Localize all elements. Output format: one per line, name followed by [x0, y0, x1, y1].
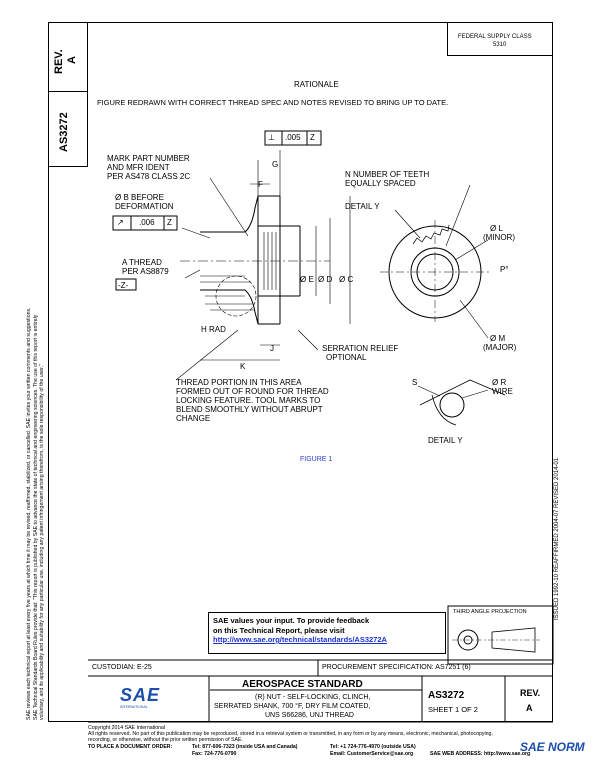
m-major-1: Ø M	[490, 334, 506, 343]
copyright: Copyright 2014 SAE International	[88, 725, 165, 731]
mark-part-3: PER AS478 CLASS 2C	[107, 172, 191, 181]
serration-2: OPTIONAL	[326, 353, 367, 362]
dim-k: K	[240, 362, 246, 371]
sae-web[interactable]: SAE WEB ADDRESS: http://www.sae.org	[430, 751, 531, 757]
rev-value-bottom: A	[526, 703, 533, 713]
dim-j: J	[270, 344, 274, 353]
dim-p: P°	[500, 265, 509, 274]
serration-1: SERRATION RELIEF	[322, 344, 399, 353]
runout-datum: Z	[167, 218, 172, 227]
m-major-2: (MAJOR)	[483, 343, 517, 352]
dim-f: F	[258, 180, 263, 189]
r-wire-1: Ø R	[492, 378, 507, 387]
dim-s: S	[412, 378, 418, 387]
l-minor-2: (MINOR)	[483, 233, 515, 242]
description-1: (R) NUT - SELF-LOCKING, CLINCH,	[255, 694, 371, 701]
description-3: UNS S66286, UNJ THREAD	[265, 712, 354, 719]
mark-part-1: MARK PART NUMBER	[107, 154, 190, 163]
dim-c: Ø C	[339, 275, 354, 284]
order-fax: Fax: 724-776-0790	[192, 751, 237, 757]
h-rad: H RAD	[201, 325, 226, 334]
description-2: SERRATED SHANK, 700 °F, DRY FILM COATED,	[214, 703, 371, 710]
rationale-heading: RATIONALE	[294, 80, 339, 89]
r-wire-2: WIRE	[492, 387, 513, 396]
a-thread-2: PER AS8879	[122, 267, 169, 276]
order-label: TO PLACE A DOCUMENT ORDER:	[88, 744, 173, 750]
runout-value: .006	[139, 218, 155, 227]
perp-symbol: ⊥	[268, 133, 275, 142]
thread-portion-2: FORMED OUT OF ROUND FOR THREAD	[176, 387, 329, 396]
b-before-1: Ø B BEFORE	[115, 193, 164, 202]
sheet-number: SHEET 1 OF 2	[428, 705, 478, 714]
mark-part-2: AND MFR IDENT	[107, 163, 170, 172]
watermark: SAE NORM	[520, 740, 585, 754]
rationale-text: FIGURE REDRAWN WITH CORRECT THREAD SPEC …	[97, 98, 449, 107]
thread-portion-4: BLEND SMOOTHLY WITHOUT ABRUPT	[176, 405, 323, 414]
fed-class-label: FEDERAL SUPPLY CLASS	[458, 34, 532, 40]
feedback-link[interactable]: http://www.sae.org/technical/standards/A…	[213, 635, 387, 644]
procurement-spec: PROCUREMENT SPECIFICATION: AS7251 (6)	[322, 664, 471, 671]
z-datum: -Z-	[118, 281, 129, 290]
feedback-line-2: on this Technical Report, please visit	[213, 625, 345, 635]
sae-logo: SAE INTERNATIONAL	[120, 685, 161, 709]
rev-box	[48, 22, 88, 92]
aerospace-standard: AEROSPACE STANDARD	[242, 679, 363, 690]
feedback-line-1: SAE values your input. To provide feedba…	[213, 616, 370, 625]
fed-class-box	[447, 22, 553, 56]
runout-symbol: ↗	[117, 218, 124, 227]
rights: All rights reserved. No part of this pub…	[88, 731, 493, 737]
figure-caption: FIGURE 1	[300, 456, 333, 463]
b-before-2: DEFORMATION	[115, 202, 174, 211]
dim-d: Ø D	[318, 275, 333, 284]
dim-g: G	[272, 160, 279, 169]
order-tel-2: Tel: +1 724-776-4970 (outside USA)	[330, 744, 416, 750]
thread-portion-1: THREAD PORTION IN THIS AREA	[176, 378, 302, 387]
l-minor-1: Ø L	[490, 224, 503, 233]
doc-number: AS3272	[428, 690, 465, 701]
rev-label-bottom: REV.	[520, 688, 541, 698]
thread-portion-5: CHANGE	[176, 414, 211, 423]
order-email: Email: CustomerService@sae.org	[330, 751, 414, 757]
feedback-box: SAE values your input. To provide feedba…	[208, 612, 446, 654]
custodian: CUSTODIAN: E-25	[92, 664, 152, 671]
thread-portion-3: LOCKING FEATURE. TOOL MARKS TO	[176, 396, 321, 405]
fed-class-number: 5310	[493, 42, 507, 48]
a-thread-1: A THREAD	[122, 258, 162, 267]
detail-y-caption: DETAIL Y	[428, 436, 463, 445]
rights-2: recording, or otherwise, without the pri…	[88, 737, 243, 743]
projection-label: THIRD ANGLE PROJECTION	[453, 609, 527, 615]
order-tel: Tel: 877-606-7323 (inside USA and Canada…	[192, 744, 298, 750]
docno-box	[48, 92, 88, 167]
n-teeth-2: EQUALLY SPACED	[345, 179, 416, 188]
dim-e: Ø E	[300, 275, 314, 284]
n-teeth-1: N NUMBER OF TEETH	[345, 170, 430, 179]
perp-value: .005	[285, 133, 301, 142]
perp-datum: Z	[310, 133, 315, 142]
detail-y-label: DETAIL Y	[345, 202, 380, 211]
